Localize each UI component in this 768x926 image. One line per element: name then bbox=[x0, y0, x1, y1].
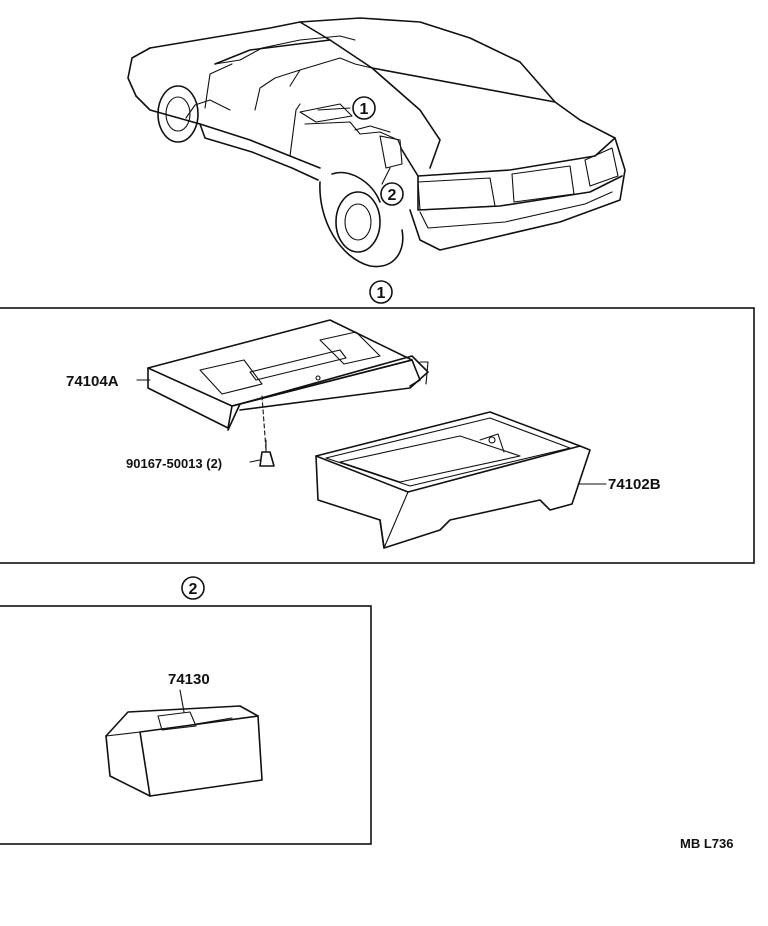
section-1-header: 1 bbox=[369, 280, 393, 304]
svg-text:1: 1 bbox=[360, 101, 369, 118]
label-74102B: 74102B bbox=[608, 476, 661, 493]
svg-text:2: 2 bbox=[388, 187, 397, 204]
callout-1-car: 1 bbox=[352, 96, 376, 120]
section-2-box bbox=[0, 605, 372, 845]
section-2-header: 2 bbox=[181, 576, 205, 600]
label-74130: 74130 bbox=[168, 671, 210, 688]
callout-2-car: 2 bbox=[380, 182, 404, 206]
section-1-box bbox=[0, 307, 755, 564]
ashtray-74102B-drawing bbox=[315, 411, 591, 549]
label-90167-50013: 90167-50013 (2) bbox=[126, 456, 222, 471]
diagram-code: MB L736 bbox=[680, 836, 733, 851]
leader-screw bbox=[249, 459, 261, 463]
label-74104A: 74104A bbox=[66, 373, 119, 390]
svg-text:2: 2 bbox=[189, 581, 198, 598]
svg-text:1: 1 bbox=[377, 285, 386, 302]
car-illustration bbox=[127, 17, 626, 268]
ashtray-74130-drawing bbox=[105, 689, 263, 797]
top-plate-74104A-drawing bbox=[147, 319, 429, 467]
